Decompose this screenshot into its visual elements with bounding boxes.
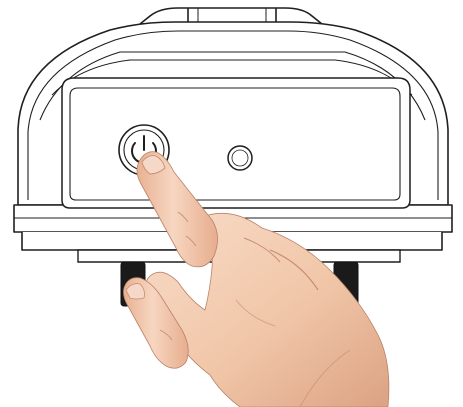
front-panel: [62, 78, 410, 208]
indicator-light: [228, 146, 252, 170]
